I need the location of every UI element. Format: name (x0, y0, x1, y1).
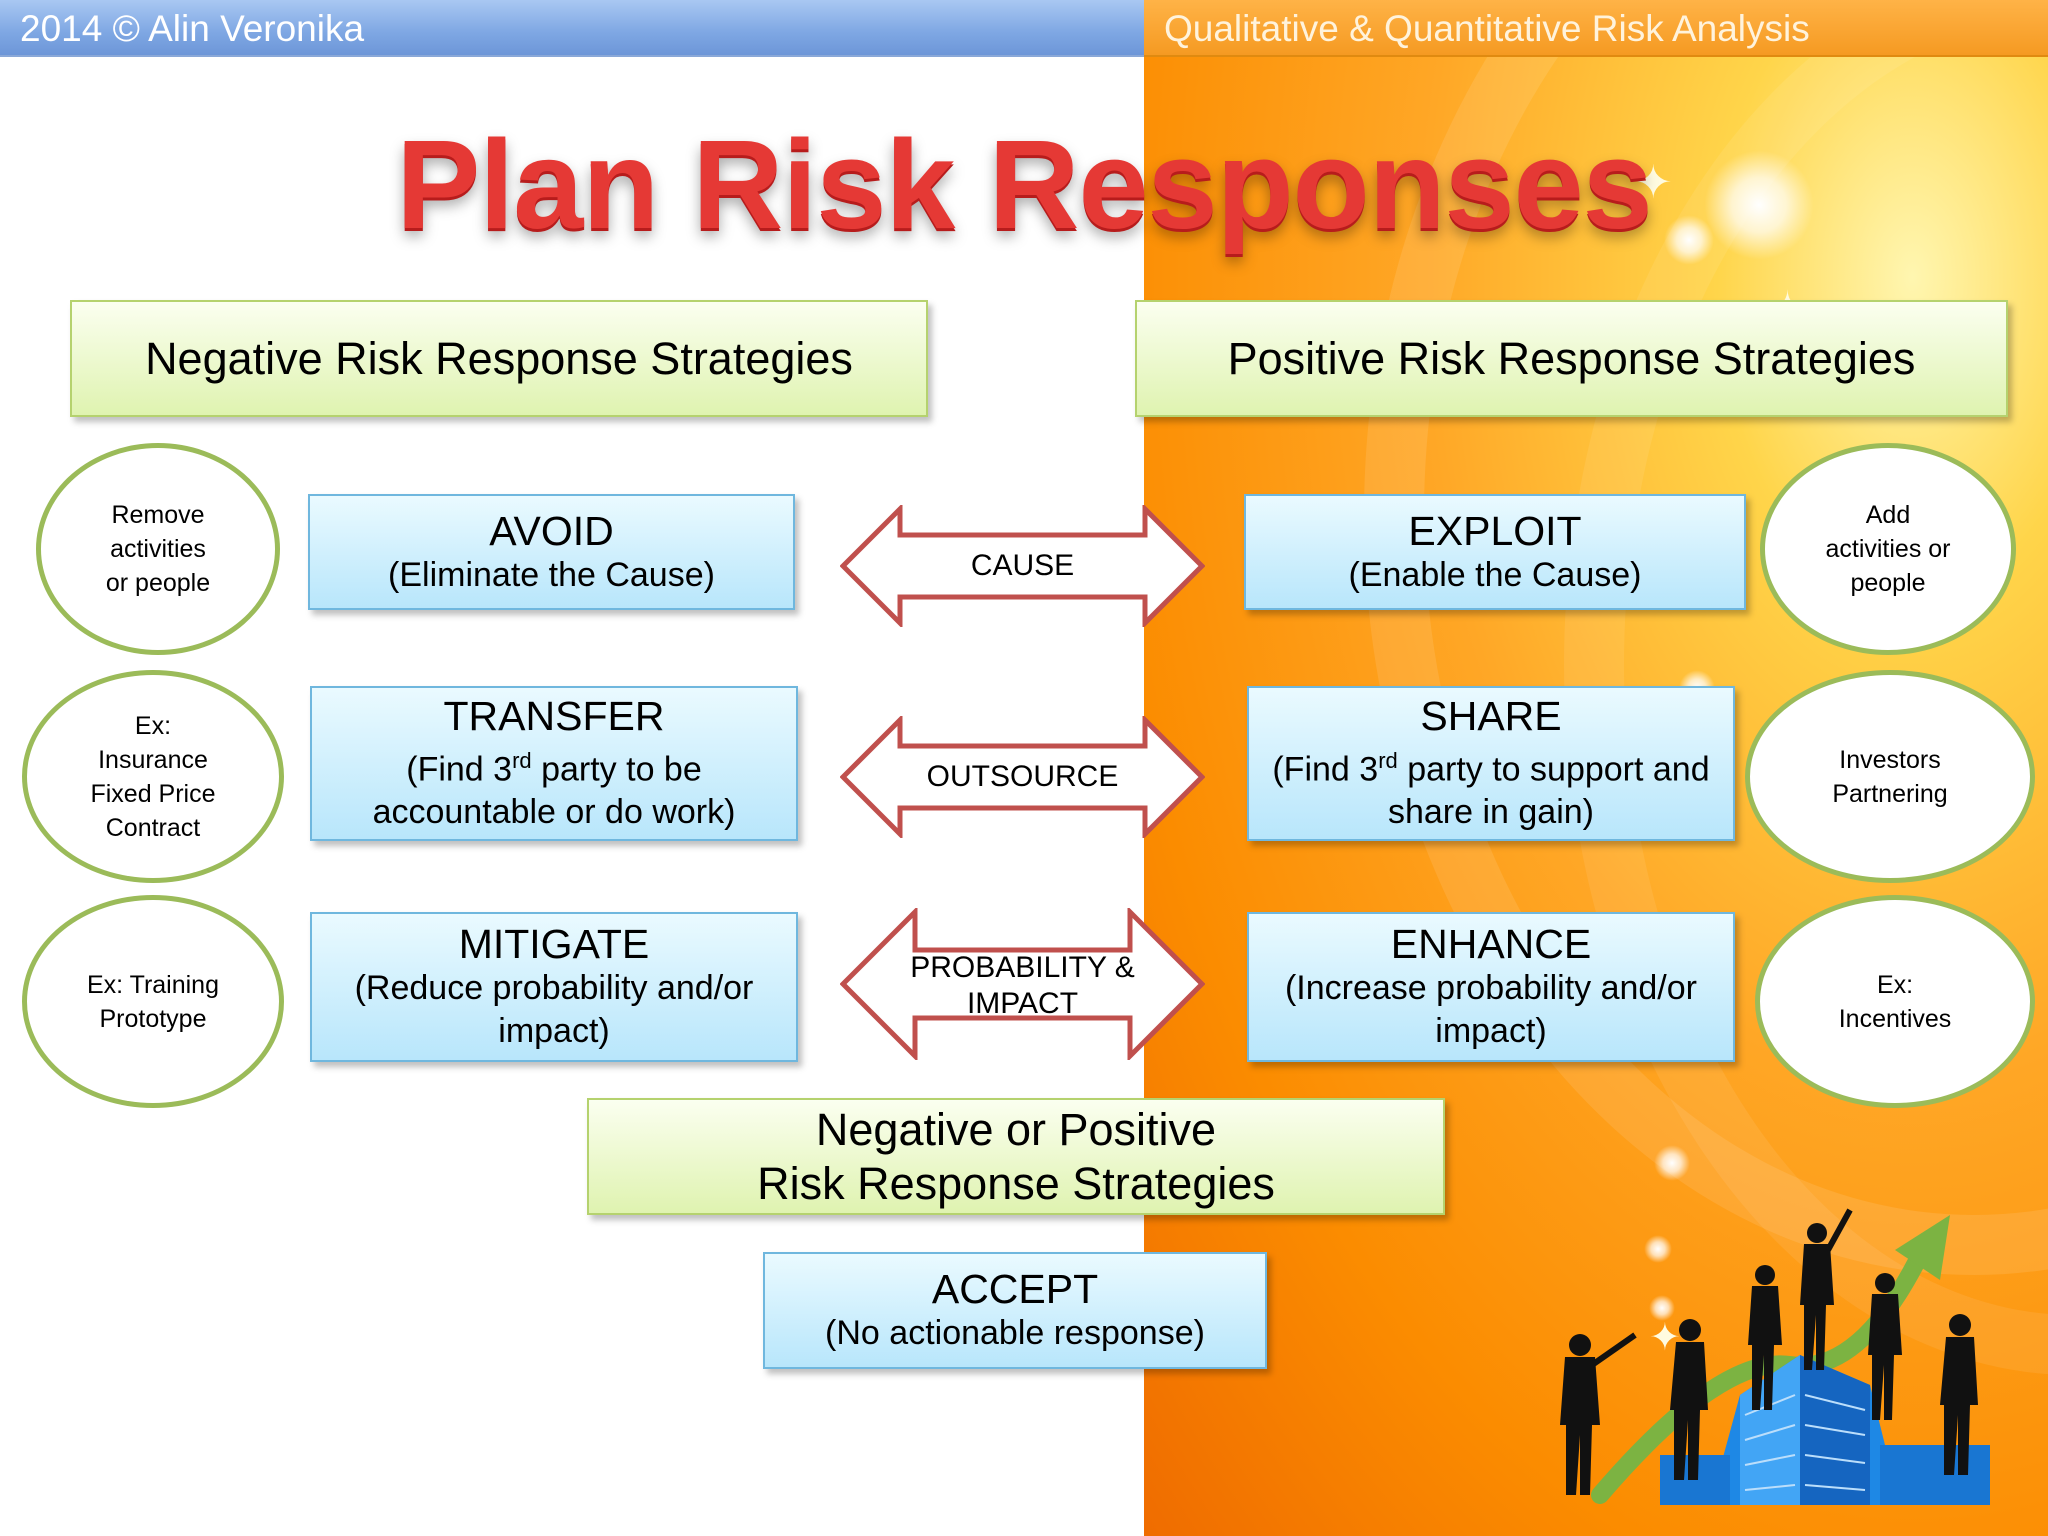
share-example-text: Investors Partnering (1832, 745, 1948, 808)
copyright-text: 2014 © Alin Veronika (20, 8, 365, 49)
mitigate-desc-line2: impact) (498, 1012, 610, 1050)
transfer-desc-line2: accountable or do work) (372, 793, 736, 832)
avoid-example-oval: Remove activities or people (36, 443, 280, 655)
both-heading-line2: Risk Response Strategies (757, 1157, 1275, 1209)
deck-title: Qualitative & Quantitative Risk Analysis (1164, 8, 1810, 49)
share-box: SHARE (Find 3rd party to support and sha… (1247, 686, 1735, 841)
mitigate-example-text: Ex: Training Prototype (86, 970, 219, 1033)
business-team-illustration (1560, 1208, 1990, 1505)
exploit-desc: (Enable the Cause) (1348, 555, 1642, 594)
positive-heading: Positive Risk Response Strategies (1135, 300, 2008, 417)
accept-title: ACCEPT (931, 1266, 1099, 1312)
accept-desc: (No actionable response) (825, 1314, 1205, 1352)
negative-or-positive-heading: Negative or Positive Risk Response Strat… (587, 1098, 1445, 1215)
mitigate-desc-line1: (Reduce probability and/or (354, 969, 754, 1007)
mitigate-box: MITIGATE (Reduce probability and/or impa… (310, 912, 798, 1062)
share-desc-line2: share in gain) (1387, 793, 1594, 832)
mitigate-title: MITIGATE (458, 921, 650, 967)
slide-title: Plan Risk Responses (396, 114, 1653, 255)
enhance-desc-line2: impact) (1435, 1012, 1547, 1050)
share-title: SHARE (1420, 692, 1562, 739)
probability-impact-label: PROBABILITY & IMPACT (910, 951, 1135, 1020)
enhance-example-text: Ex: Incentives (1838, 970, 1952, 1033)
probability-impact-double-arrow (840, 908, 1205, 1060)
share-example-oval: Investors Partnering (1745, 670, 2035, 883)
exploit-example-text: Add activities or people (1825, 501, 1951, 597)
outsource-double-arrow (840, 716, 1205, 838)
negative-heading: Negative Risk Response Strategies (70, 300, 928, 417)
mitigate-example-oval: Ex: Training Prototype (22, 895, 284, 1108)
avoid-title: AVOID (489, 507, 614, 554)
transfer-desc-line1: (Find 3rd party to be (406, 747, 702, 789)
enhance-box: ENHANCE (Increase probability and/or imp… (1247, 912, 1735, 1062)
exploit-box: EXPLOIT (Enable the Cause) (1244, 494, 1746, 610)
avoid-box: AVOID (Eliminate the Cause) (308, 494, 795, 610)
cause-label: CAUSE (970, 549, 1075, 582)
share-desc-line1: (Find 3rd party to support and (1272, 747, 1710, 789)
transfer-example-oval: Ex: Insurance Fixed Price Contract (22, 670, 284, 883)
avoid-desc: (Eliminate the Cause) (388, 555, 715, 594)
exploit-title: EXPLOIT (1408, 507, 1582, 554)
outsource-label: OUTSOURCE (926, 760, 1119, 793)
avoid-example-text: Remove activities or people (105, 501, 211, 597)
enhance-desc-line1: (Increase probability and/or (1284, 969, 1697, 1007)
top-bar-left: 2014 © Alin Veronika (0, 0, 1144, 57)
cause-double-arrow (840, 505, 1205, 627)
negative-heading-text: Negative Risk Response Strategies (145, 332, 853, 384)
both-heading-line1: Negative or Positive (815, 1103, 1217, 1155)
transfer-example-text: Ex: Insurance Fixed Price Contract (90, 711, 216, 842)
accept-box: ACCEPT (No actionable response) (763, 1252, 1267, 1369)
transfer-box: TRANSFER (Find 3rd party to be accountab… (310, 686, 798, 841)
enhance-title: ENHANCE (1390, 921, 1592, 967)
enhance-example-oval: Ex: Incentives (1755, 895, 2035, 1108)
positive-heading-text: Positive Risk Response Strategies (1227, 332, 1916, 384)
top-bar-right: Qualitative & Quantitative Risk Analysis (1144, 0, 2048, 57)
exploit-example-oval: Add activities or people (1760, 443, 2016, 655)
transfer-title: TRANSFER (443, 692, 665, 739)
